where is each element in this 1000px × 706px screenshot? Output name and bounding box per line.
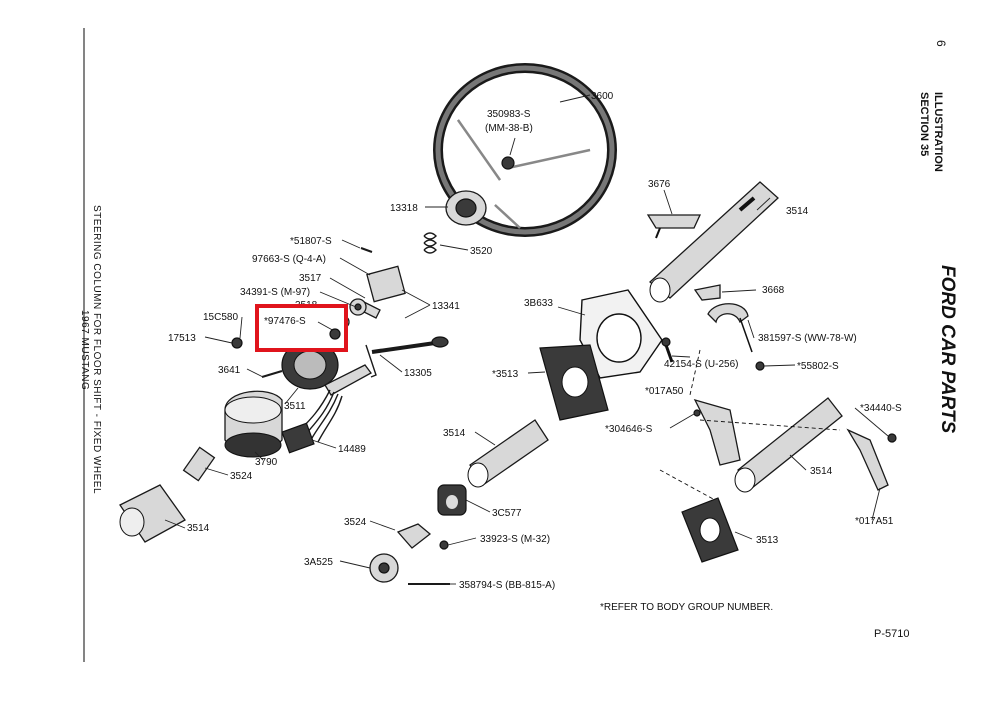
footnote: *REFER TO BODY GROUP NUMBER.	[600, 602, 774, 613]
label-3514-left: 3514	[187, 523, 210, 534]
steering-wheel	[433, 63, 617, 237]
label-3790: 3790	[255, 457, 278, 468]
side-caption-subtitle: 1967 MUSTANG	[79, 310, 90, 391]
label-3524-left: 3524	[230, 471, 253, 482]
header-illustration: ILLUSTRATION	[932, 92, 944, 172]
label-14489: 14489	[338, 444, 366, 455]
label-33923: 33923-S (M-32)	[480, 534, 550, 545]
column-shroud	[224, 390, 283, 458]
label-3514-upper: 3514	[786, 206, 809, 217]
horn-spring	[423, 232, 437, 254]
column-tube-short	[119, 484, 186, 543]
label-3517: 3517	[299, 273, 322, 284]
label-017A50: *017A50	[645, 386, 684, 397]
label-55802: *55802-S	[797, 361, 839, 372]
label-13341: 13341	[432, 301, 460, 312]
figure-number: P-5710	[874, 628, 910, 640]
label-3514-lower: 3514	[810, 466, 833, 477]
retainer-3A525	[369, 553, 450, 585]
label-97476-highlighted: *97476-S	[264, 316, 306, 327]
bracket-3676	[646, 214, 702, 239]
label-3514-center: 3514	[443, 428, 466, 439]
dashed-assembly-lines	[659, 349, 841, 501]
leader-lines	[164, 94, 889, 585]
turn-signal-lever	[365, 336, 449, 378]
label-15C580: 15C580	[203, 312, 238, 323]
label-3641: 3641	[218, 365, 241, 376]
bracket-017A50	[693, 398, 741, 466]
label-13318: 13318	[390, 203, 418, 214]
label-381597: 381597-S (WW-78-W)	[758, 333, 857, 344]
label-3520: 3520	[470, 246, 493, 257]
brand-title: FORD CAR PARTS	[937, 265, 958, 434]
mounting-plate-3B633	[579, 289, 663, 379]
label-34391: 34391-S (M-97)	[240, 287, 310, 298]
wiring-harness	[281, 389, 343, 454]
column-upper-housing	[261, 340, 372, 396]
label-97663: 97663-S (Q-4-A)	[252, 254, 326, 265]
bearing-3524-lower	[396, 523, 449, 550]
label-3513-lower: 3513	[756, 535, 779, 546]
label-42154: 42154-S (U-256)	[664, 359, 738, 370]
steering-hub	[445, 190, 487, 226]
header-section: SECTION 35	[918, 92, 930, 157]
label-3676: 3676	[648, 179, 671, 190]
label-17513: 17513	[168, 333, 196, 344]
part-labels: 3600 350983-S (MM-38-B) 13318 3520 *5180…	[168, 91, 902, 591]
lower-bearing-3524	[182, 446, 216, 482]
label-3513-upper: *3513	[492, 369, 519, 380]
label-3A525: 3A525	[304, 557, 333, 568]
label-350983: 350983-S	[487, 109, 531, 120]
gasket-3513-lower	[681, 497, 739, 563]
bushing-3C577	[437, 484, 467, 516]
label-358794: 358794-S (BB-815-A)	[459, 580, 555, 591]
bracket-017A51	[846, 428, 897, 491]
label-34440: *34440-S	[860, 403, 902, 414]
bolt-42154	[661, 337, 674, 363]
label-304646: *304646-S	[605, 424, 653, 435]
page-number: 6	[934, 40, 948, 47]
label-350983-code: (MM-38-B)	[485, 123, 533, 134]
column-tube-3514-upper	[648, 181, 779, 303]
label-3C577: 3C577	[492, 508, 522, 519]
highlight-box: *97476-S	[255, 304, 348, 352]
label-3600: 3600	[591, 91, 614, 102]
gasket-3513-upper	[539, 344, 609, 421]
turn-signal-switch	[355, 265, 406, 319]
label-017A51: *017A51	[855, 516, 894, 527]
label-3B633: 3B633	[524, 298, 553, 309]
clamp-3668	[693, 284, 765, 371]
label-3668: 3668	[762, 285, 785, 296]
label-13305: 13305	[404, 368, 432, 379]
label-3511: 3511	[284, 401, 306, 412]
label-3524-center: 3524	[344, 517, 367, 528]
column-tube-3514-center	[467, 419, 549, 488]
side-caption-title: STEERING COLUMN FOR FLOOR SHIFT - FIXED …	[91, 205, 102, 495]
label-51807: *51807-S	[290, 236, 332, 247]
column-tube-3514-lower	[734, 397, 843, 493]
